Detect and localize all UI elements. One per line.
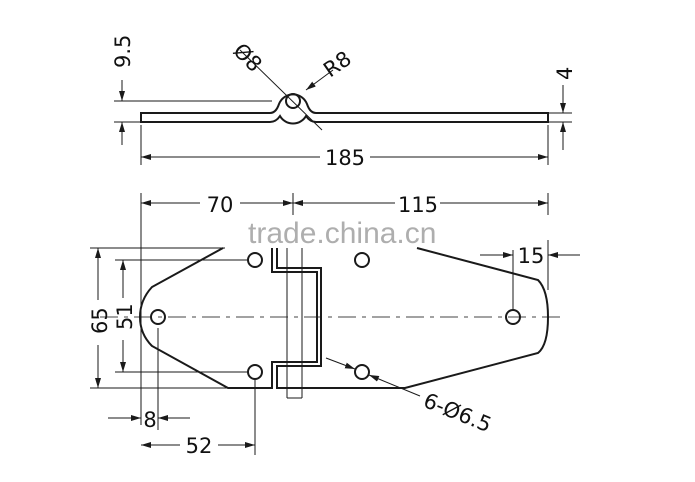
dim-70: 70	[207, 193, 234, 217]
dim-4: 4	[553, 67, 577, 80]
hinge-profile	[140, 93, 549, 125]
dim-51: 51	[113, 303, 137, 330]
dim-15: 15	[518, 244, 545, 268]
dim-115: 115	[398, 193, 438, 217]
hole	[247, 364, 263, 380]
dim-65: 65	[88, 307, 112, 334]
top-view: 9.5 Ø8 R8 4 185	[111, 35, 577, 170]
hole	[247, 252, 263, 268]
hole	[354, 364, 370, 380]
dim-8: 8	[143, 408, 156, 432]
dim-185: 185	[325, 146, 365, 170]
dim-52: 52	[186, 434, 213, 458]
hole	[150, 309, 166, 325]
hole	[354, 252, 370, 268]
pin-hole	[285, 93, 301, 109]
right-leaf-outline	[276, 247, 550, 389]
leader-radius	[305, 69, 334, 91]
leader-holes	[325, 357, 356, 370]
leader-dia	[239, 49, 323, 131]
dim-9-5: 9.5	[111, 35, 135, 68]
holes-note: 6-Ø6.5	[420, 388, 495, 437]
mounting-holes	[150, 252, 521, 380]
watermark-text: trade.china.cn	[248, 217, 436, 250]
